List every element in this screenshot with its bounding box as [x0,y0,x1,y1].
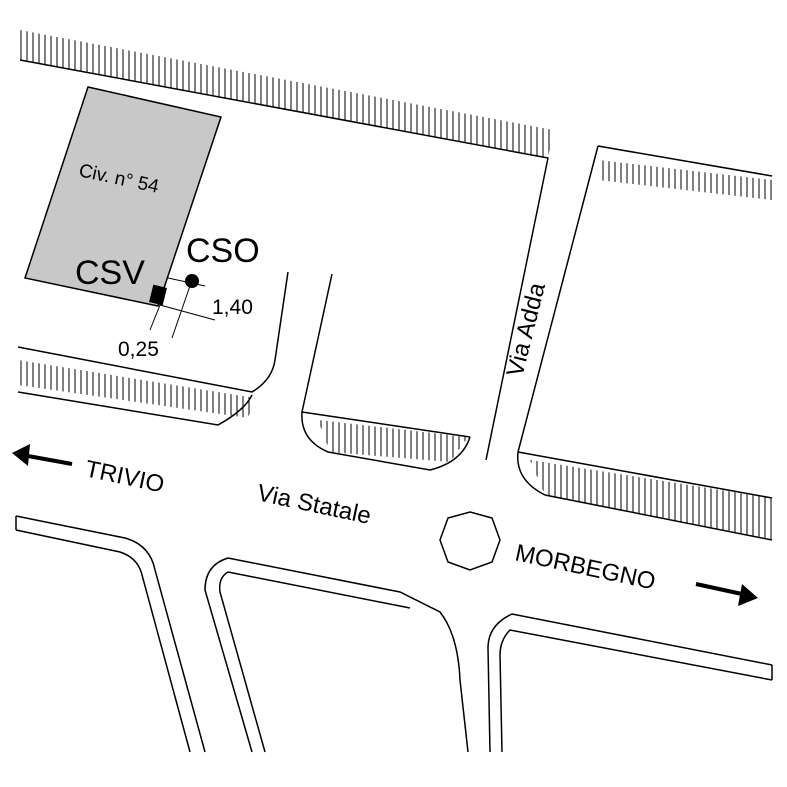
arrow-right-icon [738,584,758,606]
direction-morbegno-label: MORBEGNO [513,539,658,595]
street-via-adda: Via Adda [502,279,551,379]
street-via-statale: Via Statale [255,479,374,529]
dimension-140: 1,40 [212,296,253,319]
north-block [19,30,553,461]
west-upper-block [17,271,289,426]
south-west-block [15,515,206,753]
arrow-left-icon [12,444,30,466]
csv-label: CSV [75,254,145,292]
south-east-block [487,613,773,753]
measurement-lines [149,277,216,339]
dimension-025: 0,25 [118,338,159,361]
middle-block [301,273,471,471]
direction-trivio-label: TRIVIO [83,455,167,498]
roundabout-icon [439,511,501,571]
east-block [517,145,773,541]
direction-morbegno: MORBEGNO [513,539,758,606]
dot-marker-icon [185,274,199,288]
direction-trivio: TRIVIO [12,444,167,499]
building-civ-54: Civ. n° 54 [24,86,222,307]
south-middle-block [204,557,469,753]
square-marker-icon [149,284,167,306]
cso-label: CSO [186,232,260,270]
